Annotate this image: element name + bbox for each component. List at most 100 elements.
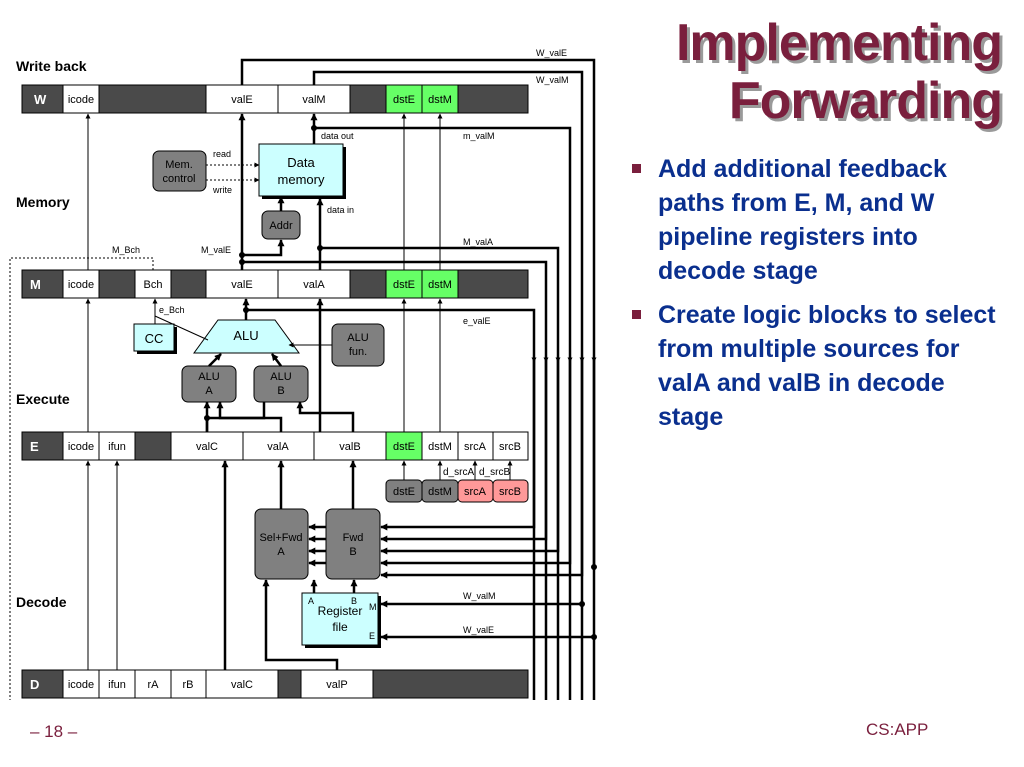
alu-fun-unit: ALU fun. xyxy=(331,323,385,367)
d-srca-label: d_srcA xyxy=(443,467,474,478)
m-vala-field: valA xyxy=(303,279,325,291)
decode-srca-box: srcA xyxy=(464,486,487,498)
m-icode-field: icode xyxy=(68,279,94,291)
write-label: write xyxy=(212,185,232,195)
m-vala-signal-label: M_valA xyxy=(463,237,493,247)
e-register-label: E xyxy=(30,439,39,454)
alu-unit: ALU xyxy=(193,319,300,354)
mem-control-line2: control xyxy=(162,173,195,185)
register-file-line2: file xyxy=(332,620,348,634)
w-valm-field: valM xyxy=(302,94,325,106)
rf-w-vale-signal-label: W_valE xyxy=(463,625,494,635)
d-ifun-field: ifun xyxy=(108,679,126,691)
e-srcb-field: srcB xyxy=(499,441,521,453)
bullet-item: Add additional feedback paths from E, M,… xyxy=(630,152,1010,288)
stage-label-memory: Memory xyxy=(16,194,70,210)
m-vale-field: valE xyxy=(231,279,252,291)
read-label: read xyxy=(213,149,231,159)
datapath-wires xyxy=(9,58,597,700)
e-vala-field: valA xyxy=(267,441,289,453)
slide-title-line2: Forwarding xyxy=(728,72,1003,130)
register-file: Register file A B M E xyxy=(301,592,381,648)
d-valp-field: valP xyxy=(326,679,347,691)
d-icode-field: icode xyxy=(68,679,94,691)
decode-dste-box: dstE xyxy=(393,486,415,498)
m-dste-field: dstE xyxy=(393,279,415,291)
alu-b-unit: ALU B xyxy=(253,365,309,403)
m-vale-signal-label: M_valE xyxy=(201,245,231,255)
cc-unit: CC xyxy=(133,323,177,354)
d-rb-field: rB xyxy=(183,679,194,691)
d-register-label: D xyxy=(30,677,39,692)
alu-a-unit: ALU A xyxy=(181,365,237,403)
m-bch-signal-label: M_Bch xyxy=(112,245,140,255)
w-vale-signal-label: W_valE xyxy=(536,48,567,58)
rf-w-valm-signal-label: W_valM xyxy=(463,591,496,601)
e-dstm-field: dstM xyxy=(428,441,452,453)
e-vale-signal-label: e_valE xyxy=(463,316,491,326)
e-valb-field: valB xyxy=(339,441,360,453)
bullet-list: Add additional feedback paths from E, M,… xyxy=(630,152,1010,444)
slide-title: Implementing Forwarding xyxy=(675,14,1003,130)
register-file-line1: Register xyxy=(318,604,363,618)
bullet-text: Create logic blocks to select from multi… xyxy=(658,301,996,431)
decode-output-boxes: dstE dstM srcA srcB xyxy=(385,479,529,503)
alu-a-line2: A xyxy=(205,385,213,397)
w-vale-field: valE xyxy=(231,94,252,106)
bullet-square-icon xyxy=(632,164,641,173)
wire-junctions xyxy=(204,125,597,640)
brand-label: CS:APP xyxy=(866,720,929,739)
register-file-port-m: M xyxy=(369,602,377,612)
m-bch-field: Bch xyxy=(144,279,163,291)
addr-unit: Addr xyxy=(261,210,301,240)
bullet-item: Create logic blocks to select from multi… xyxy=(630,298,1010,434)
alu-b-line1: ALU xyxy=(270,371,291,383)
mem-control-line1: Mem. xyxy=(165,159,193,171)
register-file-port-e: E xyxy=(369,631,375,641)
d-srcb-label: d_srcB xyxy=(479,467,510,478)
stage-label-execute: Execute xyxy=(16,391,70,407)
d-ra-field: rA xyxy=(148,679,160,691)
mem-control: Mem. control xyxy=(152,150,207,192)
e-valc-field: valC xyxy=(196,441,218,453)
cc-label: CC xyxy=(145,331,164,346)
alu-fun-line1: ALU xyxy=(347,332,368,344)
sel-fwd-a-line2: A xyxy=(277,546,285,558)
alu-a-line1: ALU xyxy=(198,371,219,383)
fwd-b-unit: Fwd B xyxy=(325,508,381,580)
w-dstm-field: dstM xyxy=(428,94,452,106)
data-memory: Data memory xyxy=(258,143,346,199)
d-register: D icode ifun rA rB valC valP xyxy=(21,669,529,699)
w-icode-field: icode xyxy=(68,94,94,106)
data-memory-line1: Data xyxy=(287,155,315,170)
addr-label: Addr xyxy=(269,220,293,232)
m-register-label: M xyxy=(30,277,41,292)
data-memory-line2: memory xyxy=(278,172,325,187)
sel-fwd-a-line1: Sel+Fwd xyxy=(259,532,302,544)
w-register: W icode valE valM dstE dstM xyxy=(21,84,529,114)
e-bch-signal-label: e_Bch xyxy=(159,305,185,315)
fwd-b-line2: B xyxy=(349,546,356,558)
e-ifun-field: ifun xyxy=(108,441,126,453)
stage-label-decode: Decode xyxy=(16,594,67,610)
m-register: M icode Bch valE valA dstE dstM xyxy=(21,269,529,299)
decode-dstm-box: dstM xyxy=(428,486,452,498)
decode-output-arrows xyxy=(401,460,513,480)
register-file-port-b: B xyxy=(351,596,357,606)
e-srca-field: srcA xyxy=(464,441,487,453)
slide-title-line1: Implementing xyxy=(675,14,1003,72)
page-number: – 18 – xyxy=(30,722,78,741)
alu-b-line2: B xyxy=(277,385,284,397)
register-file-port-a: A xyxy=(308,596,314,606)
data-in-label: data in xyxy=(327,205,354,215)
e-dste-field: dstE xyxy=(393,441,415,453)
bullet-text: Add additional feedback paths from E, M,… xyxy=(658,155,947,285)
w-dste-field: dstE xyxy=(393,94,415,106)
fwd-b-line1: Fwd xyxy=(343,532,364,544)
w-valm-signal-label: W_valM xyxy=(536,75,569,85)
sel-fwd-a-unit: Sel+Fwd A xyxy=(254,508,309,580)
alu-label: ALU xyxy=(233,328,258,343)
data-out-label: data out xyxy=(321,131,354,141)
m-valm-signal-label: m_valM xyxy=(463,131,495,141)
